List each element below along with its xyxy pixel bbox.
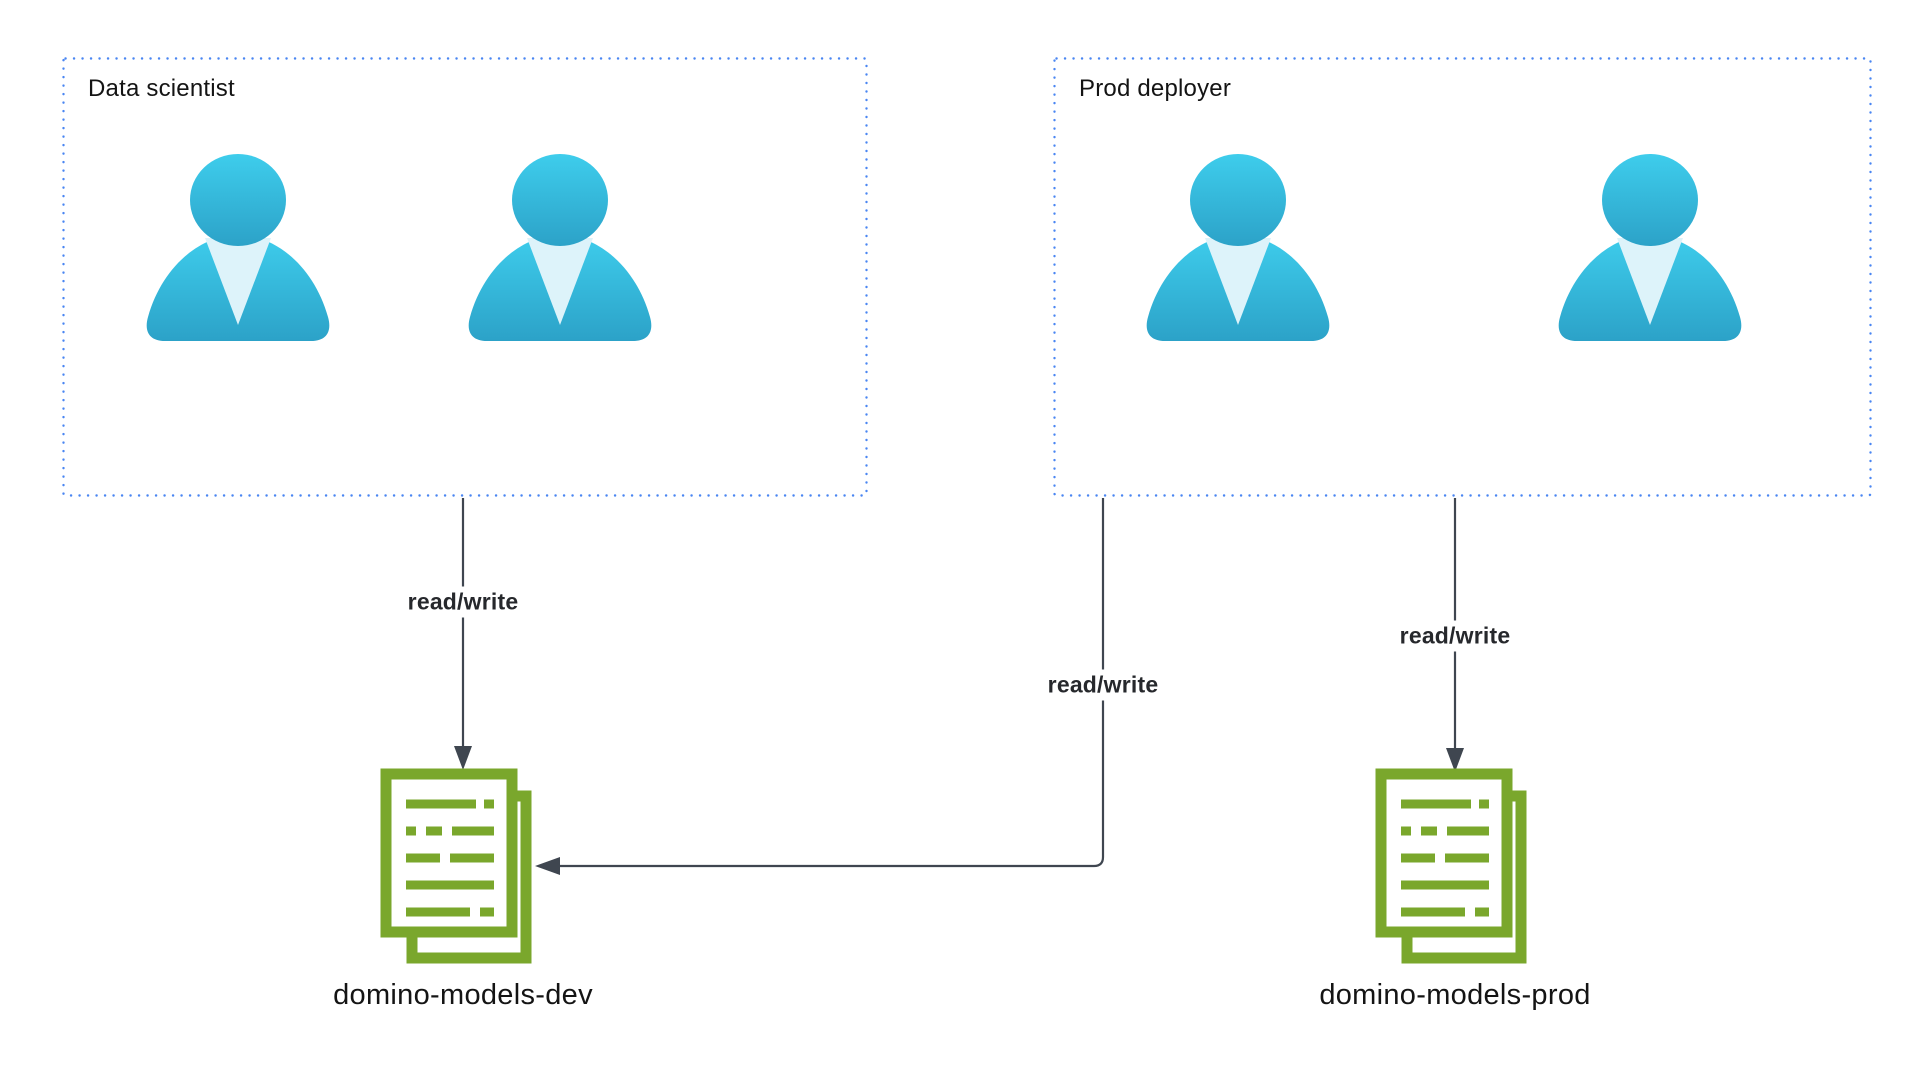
group-box-data-scientist: Data scientist (62, 57, 868, 497)
dotted-border (1053, 57, 1872, 497)
group-label: Data scientist (88, 75, 235, 102)
person-icon (1146, 154, 1330, 341)
group-label: Prod deployer (1079, 75, 1232, 102)
arrow-prod-deployer-to-dev (535, 498, 1105, 875)
person-icon (146, 154, 330, 341)
registry-label-dev: domino-models-dev (333, 979, 593, 1011)
edge-label-read-write: read/write (400, 586, 526, 618)
dotted-border (62, 57, 868, 497)
model-registry-prod-icon (1375, 768, 1527, 964)
edge-label-read-write: read/write (1040, 669, 1166, 701)
person-icon (1558, 154, 1742, 341)
group-box-prod-deployer: Prod deployer (1053, 57, 1872, 497)
arrow-data-scientist-to-dev (454, 498, 472, 770)
registry-label-prod: domino-models-prod (1319, 979, 1591, 1011)
edge-label-read-write: read/write (1392, 620, 1518, 652)
model-registry-dev-icon (380, 768, 532, 964)
person-icon (468, 154, 652, 341)
